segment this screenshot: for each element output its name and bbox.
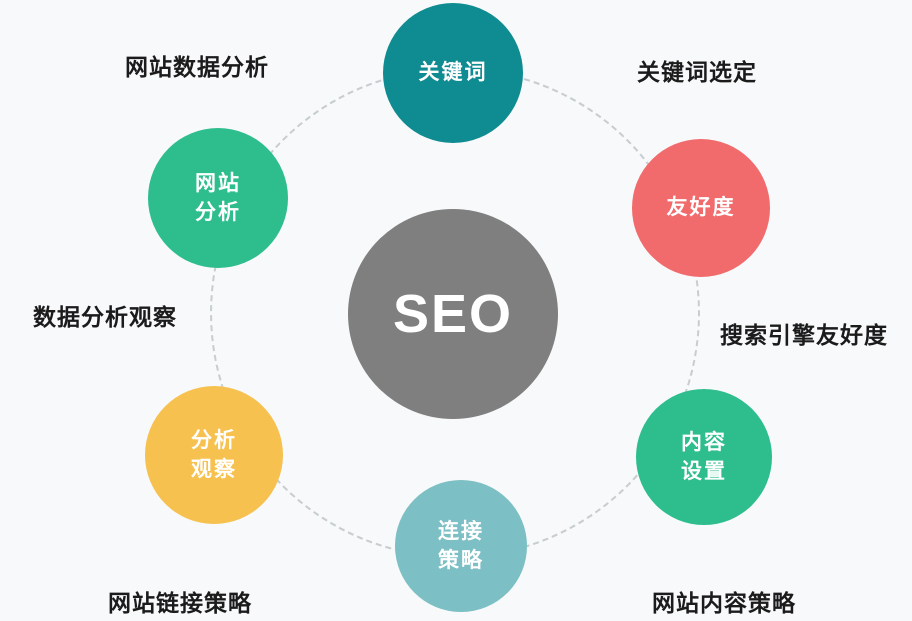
center-node-label: SEO <box>392 284 514 344</box>
center-node-seo: SEO <box>348 209 558 419</box>
label-site-link-strategy: 网站链接策略 <box>108 590 252 616</box>
node-site-analysis-label: 网站 分析 <box>195 171 241 224</box>
label-data-analysis-observation: 数据分析观察 <box>33 304 177 330</box>
label-search-engine-friendliness: 搜索引擎友好度 <box>720 322 888 348</box>
node-analysis-observe-label: 分析 观察 <box>191 428 237 481</box>
node-link-strategy-label: 连接 策略 <box>438 519 484 572</box>
label-keyword-selection: 关键词选定 <box>637 59 757 85</box>
node-analysis-observe: 分析 观察 <box>145 386 283 524</box>
node-keywords: 关键词 <box>383 3 523 143</box>
node-keywords-label: 关键词 <box>418 61 488 85</box>
label-site-content-strategy: 网站内容策略 <box>652 590 796 616</box>
node-friendliness-label: 友好度 <box>666 196 736 220</box>
label-site-data-analysis: 网站数据分析 <box>125 54 269 80</box>
node-site-analysis: 网站 分析 <box>148 128 288 268</box>
node-link-strategy: 连接 策略 <box>395 480 527 612</box>
node-content-settings-label: 内容 设置 <box>681 430 727 483</box>
node-content-settings: 内容 设置 <box>636 389 772 525</box>
node-friendliness: 友好度 <box>632 139 770 277</box>
